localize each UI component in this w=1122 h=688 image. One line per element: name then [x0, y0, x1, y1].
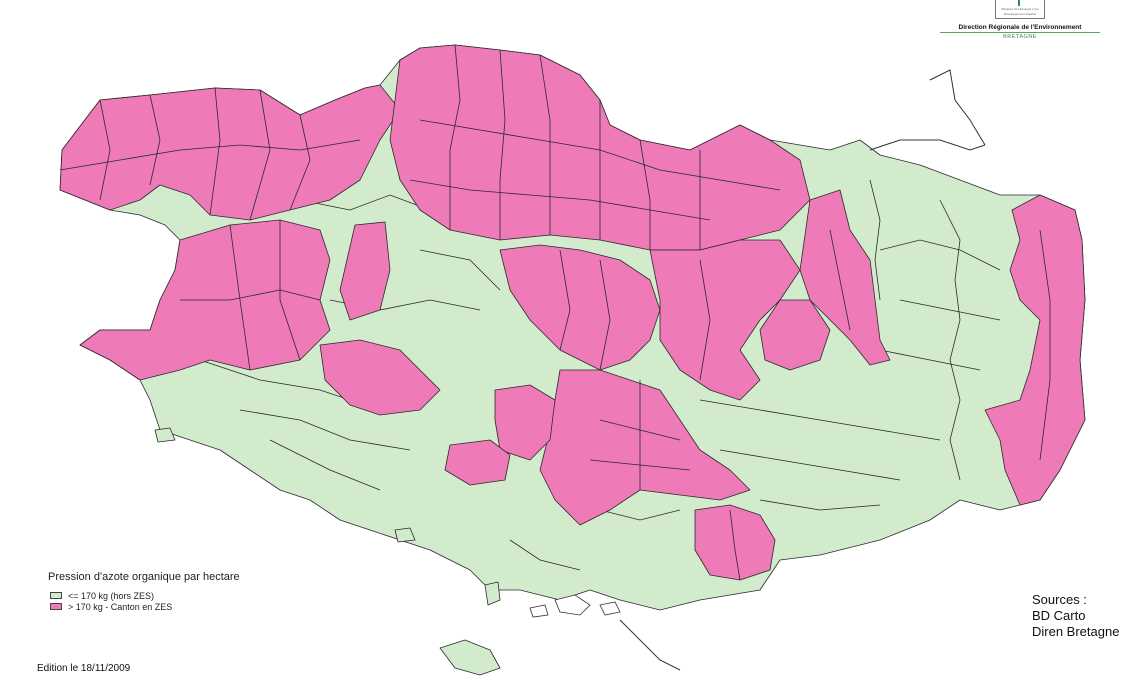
island-small-3	[484, 581, 501, 606]
edition-date: Edition le 18/11/2009	[37, 663, 131, 674]
ministry-subtitle: Ministère de l'Écologie et du Développem…	[1001, 7, 1039, 16]
gulf-islands	[529, 594, 621, 618]
source-bd-carto: BD Carto	[1032, 608, 1086, 623]
legend-label-low: <= 170 kg (hors ZES)	[68, 590, 155, 601]
source-diren: Diren Bretagne	[1032, 624, 1120, 639]
zes-canton-borders	[59, 44, 1051, 581]
region-title: BRETAGNE	[1003, 34, 1037, 40]
island-belle-ile	[439, 639, 501, 676]
legend-item-high: > 170 kg - Canton en ZES	[50, 601, 240, 612]
legend-item-low: <= 170 kg (hors ZES)	[50, 590, 240, 601]
zes-cantons	[59, 44, 1086, 581]
sources-block: Sources : BD Carto Diren Bretagne	[1032, 592, 1119, 640]
legend-swatch-low	[50, 592, 62, 599]
logo-mark-icon	[1018, 0, 1020, 6]
island-small-2	[154, 427, 176, 443]
diren-logo: Ministère de l'Écologie et du Développem…	[940, 0, 1100, 40]
legend-label-high: > 170 kg - Canton en ZES	[68, 601, 173, 612]
canton-borders	[199, 179, 1001, 571]
coast-normandy-2	[929, 69, 986, 146]
island-small-1	[394, 527, 416, 543]
map-legend: Pression d'azote organique par hectare <…	[48, 571, 240, 612]
legend-title: Pression d'azote organique par hectare	[48, 571, 240, 583]
ministry-box: Ministère de l'Écologie et du Développem…	[995, 0, 1045, 19]
coast-south	[619, 619, 681, 671]
legend-swatch-high	[50, 603, 62, 610]
coast-normandy	[869, 139, 986, 151]
sources-heading: Sources :	[1032, 592, 1087, 607]
direction-title: Direction Régionale de l'Environnement	[940, 24, 1100, 33]
